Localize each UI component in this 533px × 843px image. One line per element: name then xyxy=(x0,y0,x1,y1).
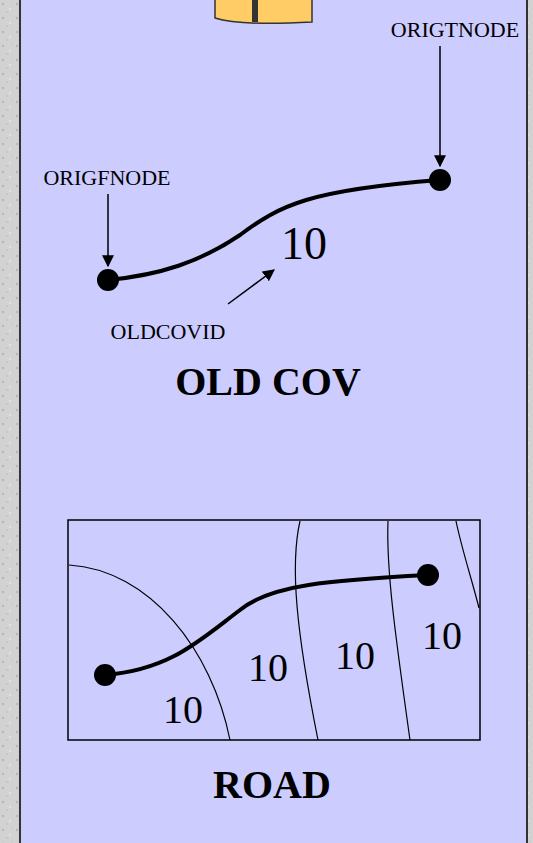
tab xyxy=(215,0,312,23)
cover-id-value: 10 xyxy=(281,221,327,267)
coverage-caption: ROAD xyxy=(213,765,331,805)
cover-id-value: 10 xyxy=(422,616,462,656)
leader-line xyxy=(107,194,109,266)
road-frame xyxy=(68,520,480,740)
cover-id-value: 10 xyxy=(248,648,288,688)
node-attribute-label: ORIGTNODE xyxy=(391,19,519,41)
boundary-line xyxy=(295,521,318,740)
leader-line xyxy=(228,270,274,304)
arc xyxy=(108,180,440,280)
cover-id-value: 10 xyxy=(335,636,375,676)
to-node-dot xyxy=(417,564,439,586)
boundary-line xyxy=(388,521,410,740)
panel xyxy=(20,0,527,843)
boundary-line xyxy=(69,565,230,740)
leader-line xyxy=(439,46,441,166)
to-node-dot xyxy=(429,169,451,191)
coverage-caption: OLD COV xyxy=(175,362,361,402)
node-attribute-label: ORIGFNODE xyxy=(43,167,170,189)
cover-id-value: 10 xyxy=(163,690,203,730)
boundary-line xyxy=(456,521,479,608)
tab-bar xyxy=(252,0,258,22)
attribute-label: OLDCOVID xyxy=(111,321,226,343)
from-node-dot xyxy=(94,664,116,686)
from-node-dot xyxy=(97,269,119,291)
